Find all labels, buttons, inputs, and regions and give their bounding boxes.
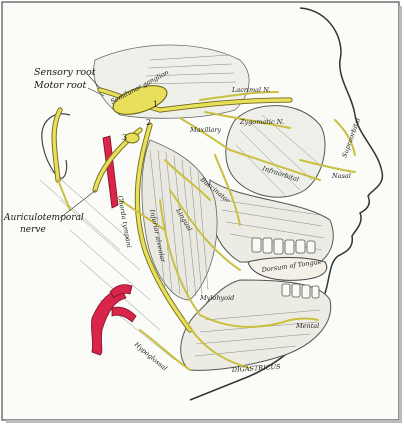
mandible-region bbox=[180, 279, 332, 371]
nerve-ear-branch bbox=[57, 179, 71, 211]
nerve-lingual bbox=[169, 189, 241, 271]
leader-lines bbox=[59, 74, 105, 219]
label-maxillary: Maxillary bbox=[189, 126, 221, 134]
nerve-hypoglossal bbox=[139, 329, 191, 371]
nerve-mandibular bbox=[135, 123, 192, 332]
label-nasal: Nasal bbox=[331, 172, 351, 180]
nerve-inferior-alveolar bbox=[159, 199, 291, 328]
label-sensory-root: Sensory root bbox=[34, 67, 96, 78]
lower-teeth bbox=[281, 283, 320, 299]
artery-temporal bbox=[102, 135, 119, 209]
label-num-2: 2 bbox=[146, 118, 151, 127]
label-lacrimal: Lacrimal N. bbox=[231, 86, 271, 94]
nerve-nasal bbox=[299, 159, 356, 173]
ear-outline bbox=[41, 113, 71, 179]
upper-teeth bbox=[251, 237, 316, 255]
nerve-supraorbital bbox=[334, 119, 356, 156]
nerve-chorda-tympani bbox=[119, 199, 166, 231]
nerve-maxillary bbox=[179, 117, 231, 151]
label-zygomatic: Zygomatic N. bbox=[239, 118, 284, 126]
artery-branch-2 bbox=[111, 306, 137, 323]
label-num-3: 3 bbox=[122, 133, 127, 142]
nerve-ext-ear bbox=[52, 108, 62, 182]
semilunar-ganglion-shape bbox=[112, 85, 168, 115]
artery-branch-1 bbox=[109, 284, 133, 299]
label-motor-root: Motor root bbox=[33, 80, 87, 91]
label-auriculotemporal: Auriculotemporal bbox=[3, 213, 84, 223]
tongue bbox=[247, 257, 328, 281]
nerve-infraorbital bbox=[229, 149, 321, 181]
nerve-alveolar-upper bbox=[214, 154, 241, 226]
label-nerve: nerve bbox=[20, 225, 46, 235]
label-mental: Mental bbox=[295, 322, 319, 330]
label-mylohyoid: Mylohyoid bbox=[199, 294, 234, 302]
otic-ganglion-shape bbox=[124, 132, 140, 144]
nerve-mental bbox=[289, 317, 319, 321]
nerve-main-trunk bbox=[158, 98, 292, 112]
nerve-zygomatic bbox=[204, 111, 291, 129]
nerve-lacrimal bbox=[199, 91, 279, 101]
artery-group bbox=[91, 135, 137, 356]
frame-shadow-bottom bbox=[6, 420, 402, 423]
label-num-1: 1 bbox=[153, 100, 158, 109]
nerve-buccinator bbox=[164, 159, 211, 201]
nerve-group-fill bbox=[52, 88, 292, 332]
nerve-mylohyoid bbox=[184, 319, 251, 369]
frame-shadow-right bbox=[399, 6, 402, 422]
label-digastricus: DIGASTRICUS bbox=[231, 363, 282, 374]
nerve-branches bbox=[57, 91, 356, 371]
